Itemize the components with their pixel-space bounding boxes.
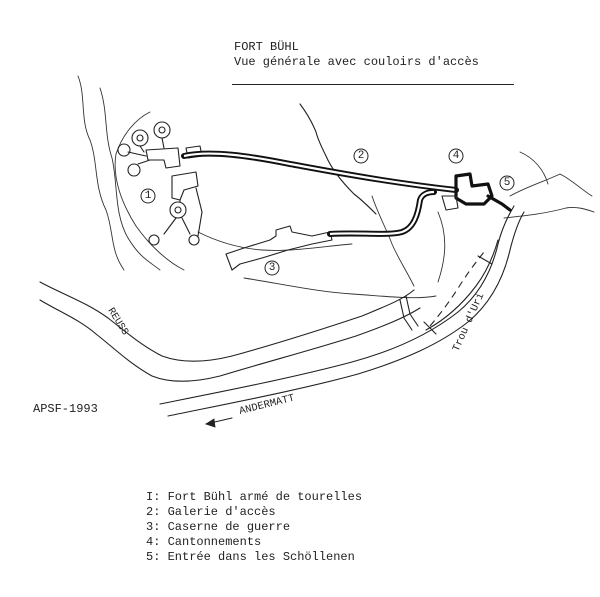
legend-item-fort: I: Fort Bühl armé de tourelles: [146, 490, 363, 504]
tunnel-label: Trou d'Uri: [451, 291, 488, 353]
svg-text:1: 1: [145, 190, 152, 202]
contour-east-slope: [437, 211, 446, 283]
road-edge-3: [425, 239, 499, 331]
contour-ridge-west: [99, 87, 161, 271]
caserne-building: [225, 225, 333, 271]
contour-gorge: [509, 173, 593, 197]
marker-cantonnements: 4: [448, 148, 464, 164]
svg-text:3: 3: [269, 262, 276, 274]
map-title-name: FORT BÜHL: [234, 40, 299, 54]
fort-link-3: [195, 187, 203, 237]
turret-c: [117, 143, 131, 157]
svg-text:4: 4: [453, 150, 460, 162]
turret-a: [131, 129, 149, 147]
turret-e: [169, 201, 187, 219]
riverbank-east: [39, 281, 415, 362]
river-label: REUSS: [105, 306, 130, 337]
bridge-passage: [399, 295, 419, 331]
legend-item-cantonnements: 4: Cantonnements: [146, 535, 262, 549]
contour-fort-plateau: [114, 111, 185, 271]
contour-upper-left: [77, 75, 125, 271]
credit: APSF-1993: [33, 402, 98, 416]
reuss-river: [39, 281, 421, 382]
road-arrow: [205, 417, 233, 428]
road-edge-1: [159, 205, 515, 405]
map-title: FORT BÜHL Vue générale avec couloirs d'a…: [234, 40, 479, 70]
turret-d: [127, 163, 141, 177]
contour-gorge-2: [503, 207, 595, 219]
marker-entrance: 5: [499, 175, 515, 191]
turret-b: [153, 121, 171, 139]
legend-item-gallery: 2: Galerie d'accès: [146, 505, 276, 519]
riverbank-west: [39, 299, 421, 382]
legend: I: Fort Bühl armé de tourelles 2: Galeri…: [146, 490, 362, 565]
road-edge-2: [167, 211, 525, 417]
legend-item-entrance: 5: Entrée dans les Schöllenen: [146, 550, 355, 564]
terrain-contours: [77, 75, 595, 299]
svg-text:5: 5: [504, 177, 511, 189]
contour-slope: [197, 231, 353, 251]
access-gallery: [181, 150, 459, 237]
map-title-subtitle: Vue générale avec couloirs d'accès: [234, 55, 479, 69]
cantonnements: [441, 172, 512, 212]
legend-item-caserne: 3: Caserne de guerre: [146, 520, 291, 534]
fort-link-1: [127, 137, 165, 165]
turret-b-inner: [158, 126, 166, 134]
marker-caserne: 3: [264, 260, 280, 276]
turret-g: [188, 234, 200, 246]
trou-duri-tunnel: [423, 251, 493, 335]
road-label: ANDERMATT: [238, 393, 296, 418]
svg-text:2: 2: [358, 150, 365, 162]
contour-middle: [243, 277, 437, 299]
fort-block-main: [145, 147, 181, 169]
turret-f: [148, 234, 160, 246]
fort-link-2: [163, 199, 191, 235]
contour-east-2: [519, 151, 549, 185]
contour-gully: [371, 195, 415, 287]
road-andermatt: [159, 205, 525, 417]
turret-e-inner: [174, 206, 182, 214]
title-underline: [232, 84, 514, 85]
fort-block-2: [171, 171, 199, 201]
stream: [299, 103, 377, 215]
marker-gallery: 2: [353, 148, 369, 164]
turret-a-inner: [136, 134, 144, 142]
marker-fort: 1: [140, 188, 156, 204]
fort-buhl-works: [117, 121, 203, 246]
